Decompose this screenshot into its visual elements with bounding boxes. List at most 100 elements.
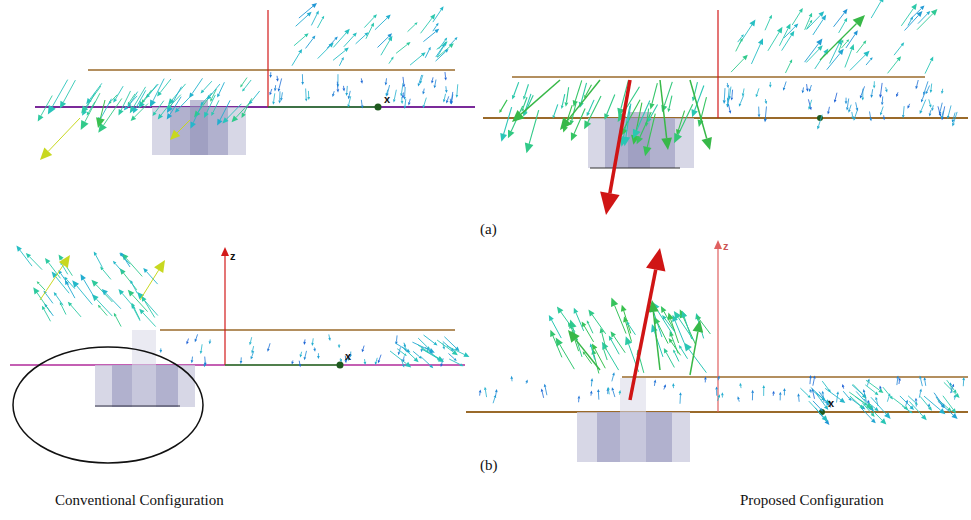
field-vector-head	[402, 95, 405, 98]
field-vector	[127, 96, 138, 107]
field-vector-head	[37, 281, 40, 284]
field-vector-head	[920, 110, 923, 114]
field-vector-head	[525, 380, 528, 383]
field-vector-head	[869, 118, 872, 121]
field-vector-head	[739, 383, 742, 386]
field-vector-head	[80, 274, 85, 281]
field-vector-head	[456, 95, 459, 98]
field-vector-head	[68, 302, 72, 307]
field-vector	[304, 339, 305, 342]
field-vector-head	[848, 398, 851, 401]
field-vector	[252, 351, 254, 357]
field-vector-head	[445, 90, 448, 93]
field-vector-head	[139, 309, 144, 315]
field-vector-head	[428, 47, 431, 50]
field-vector	[160, 79, 171, 93]
field-vector-head	[440, 364, 443, 367]
field-vector	[209, 339, 210, 341]
field-vector	[637, 100, 650, 130]
field-vector-head	[952, 413, 958, 419]
field-vector-head	[278, 89, 281, 92]
field-vector	[333, 50, 345, 60]
field-vector	[664, 312, 675, 331]
field-vector	[526, 382, 527, 383]
field-vector-head	[434, 85, 437, 88]
field-vector	[607, 391, 608, 394]
field-vector-head	[150, 99, 156, 107]
field-vector	[925, 60, 931, 73]
field-vector-head	[154, 260, 165, 273]
field-vector-head	[834, 100, 837, 103]
field-vector-head	[848, 110, 851, 113]
field-vector-head	[684, 343, 692, 352]
field-vector-head	[930, 57, 934, 62]
field-vector-head	[200, 351, 203, 354]
field-vector-head	[921, 99, 924, 102]
field-vector	[333, 91, 335, 94]
field-vector-head	[797, 393, 800, 396]
field-vector-head	[896, 375, 899, 378]
field-vector-head	[884, 412, 890, 419]
field-vector-head	[928, 406, 932, 410]
field-vector	[444, 72, 446, 78]
field-vector-head	[915, 398, 918, 401]
field-vector-head	[568, 322, 572, 327]
field-vector	[588, 323, 593, 333]
field-vector	[409, 99, 411, 103]
field-vector	[404, 343, 405, 348]
field-vector-head	[643, 146, 651, 156]
field-vector-head	[626, 321, 629, 325]
field-vector-head	[849, 44, 854, 50]
field-vector	[106, 293, 121, 309]
plates-and-magnets	[10, 10, 968, 463]
field-vector-head	[621, 305, 627, 312]
field-vector	[852, 385, 863, 395]
field-vector	[436, 52, 446, 62]
field-vector-head	[60, 101, 66, 109]
field-vector	[770, 82, 771, 85]
field-vector	[244, 98, 252, 113]
field-vector-head	[879, 0, 884, 2]
field-vector-head	[881, 102, 884, 105]
field-vector	[143, 313, 156, 327]
field-vector-head	[587, 112, 590, 116]
field-vector	[861, 408, 873, 420]
field-vector	[917, 80, 919, 86]
field-vector	[611, 340, 619, 355]
field-vector-head	[557, 307, 563, 314]
field-vector	[805, 44, 819, 62]
field-vector	[155, 101, 164, 113]
field-vector-head	[378, 360, 381, 363]
field-vector-head	[878, 389, 883, 394]
field-vector	[850, 55, 865, 70]
field-vector-head	[806, 88, 809, 91]
field-vector-head	[240, 84, 243, 87]
field-vector-head	[217, 119, 222, 126]
field-vector	[909, 401, 923, 416]
field-vector	[740, 95, 744, 104]
field-vector-head	[393, 99, 396, 102]
field-vector-head	[401, 101, 404, 104]
field-vector-head	[440, 6, 444, 11]
field-vector-head	[863, 40, 866, 44]
field-vector-head	[190, 122, 196, 129]
field-vector-head	[618, 390, 621, 393]
field-vector-head	[783, 87, 786, 90]
field-vector	[921, 378, 923, 386]
field-vector-head	[588, 309, 594, 316]
field-vector	[101, 99, 112, 119]
field-vector-head	[749, 20, 755, 27]
field-vector	[924, 380, 926, 386]
field-vector-head	[556, 338, 563, 347]
field-vector-head	[549, 315, 554, 321]
field-vector	[938, 401, 953, 415]
field-vector	[318, 353, 319, 356]
field-vector	[805, 16, 811, 29]
caption-text: Proposed Configuration	[740, 492, 884, 509]
field-vector	[658, 323, 668, 344]
field-vector	[61, 273, 69, 284]
field-vector	[379, 355, 381, 361]
field-vector-head	[604, 113, 609, 120]
field-vector-head	[625, 336, 632, 345]
field-vector	[404, 87, 406, 97]
